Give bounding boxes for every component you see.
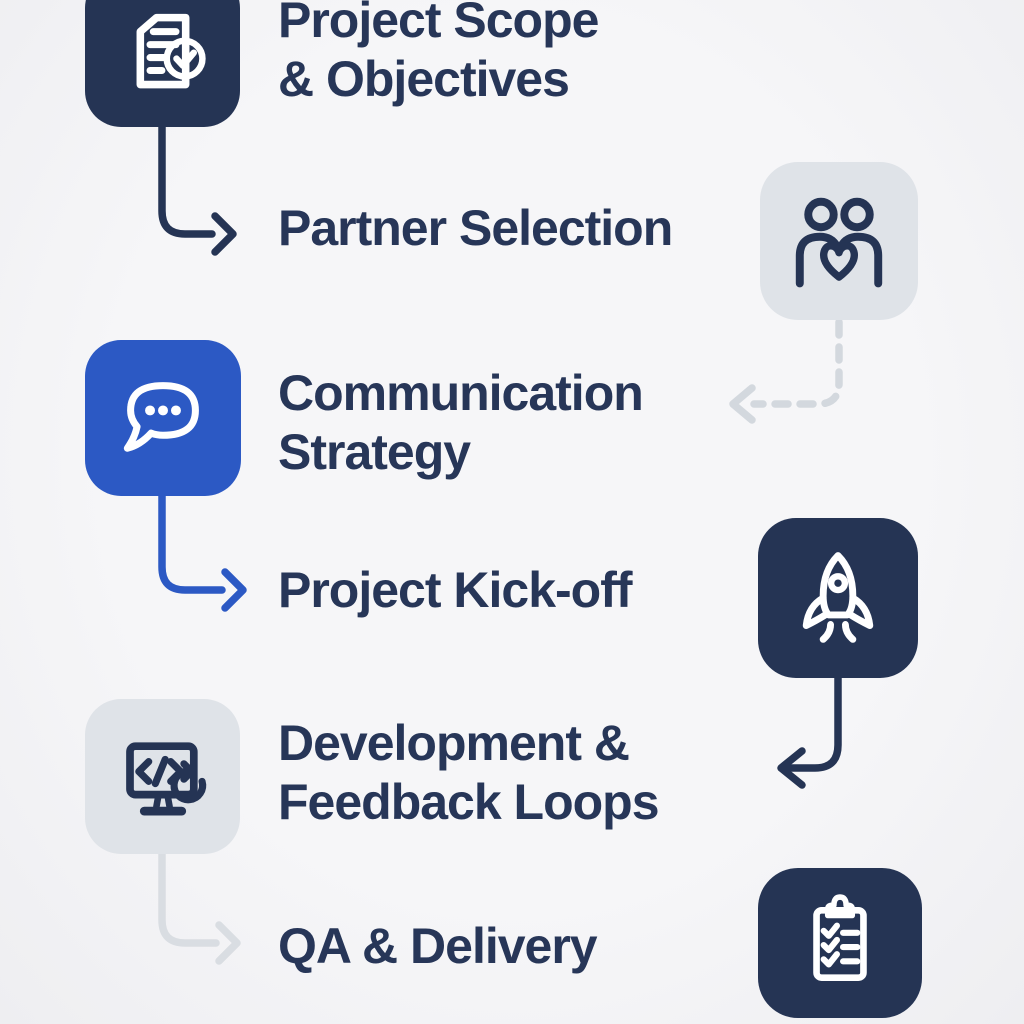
connector-line [158,490,226,594]
connector-development-to-qa [158,847,241,965]
label-development-feedback-loops: Development & Feedback Loops [278,714,660,832]
label-line: Feedback Loops [278,774,660,830]
connector-line [158,122,216,238]
tile-partner-selection [760,162,918,320]
label-line: & Objectives [278,51,570,107]
tile-communication-strategy [85,340,241,496]
tile-project-kick-off [758,518,918,678]
chat-bubble-icon [123,382,199,452]
label-project-scope-objectives: Project Scope & Objectives [278,0,599,109]
tile-qa-delivery [758,868,922,1018]
label-partner-selection: Partner Selection [278,199,673,258]
partners-heart-icon [795,197,883,288]
document-check-icon [136,13,206,88]
label-communication-strategy: Communication Strategy [278,364,644,482]
connector-line [158,847,220,947]
arrowhead-right-icon [215,921,241,965]
arrowhead-right-icon [211,212,237,256]
rocket-icon [802,552,874,643]
connector-line [780,672,842,772]
connector-line-dashed [750,318,843,408]
label-line: QA & Delivery [278,918,598,974]
clipboard-checklist-icon [813,894,867,981]
arrowhead-right-icon [221,568,247,612]
label-line: Project Kick-off [278,562,633,618]
label-line: Strategy [278,424,471,480]
tile-project-scope-objectives [85,0,240,127]
connector-scope-to-partner [158,122,237,256]
label-line: Development & [278,715,630,771]
arrowhead-left-icon [729,384,756,424]
connector-partner-to-communication [729,318,843,424]
label-line: Partner Selection [278,200,673,256]
label-line: Communication [278,365,644,421]
label-qa-delivery: QA & Delivery [278,917,598,976]
connector-kickoff-to-development [777,672,842,789]
connector-communication-to-kickoff [158,490,247,612]
label-line: Project Scope [278,0,599,48]
label-project-kick-off: Project Kick-off [278,561,633,620]
tile-development-feedback-loops [85,699,240,854]
arrowhead-left-icon [777,747,806,789]
code-monitor-refresh-icon [125,741,206,815]
